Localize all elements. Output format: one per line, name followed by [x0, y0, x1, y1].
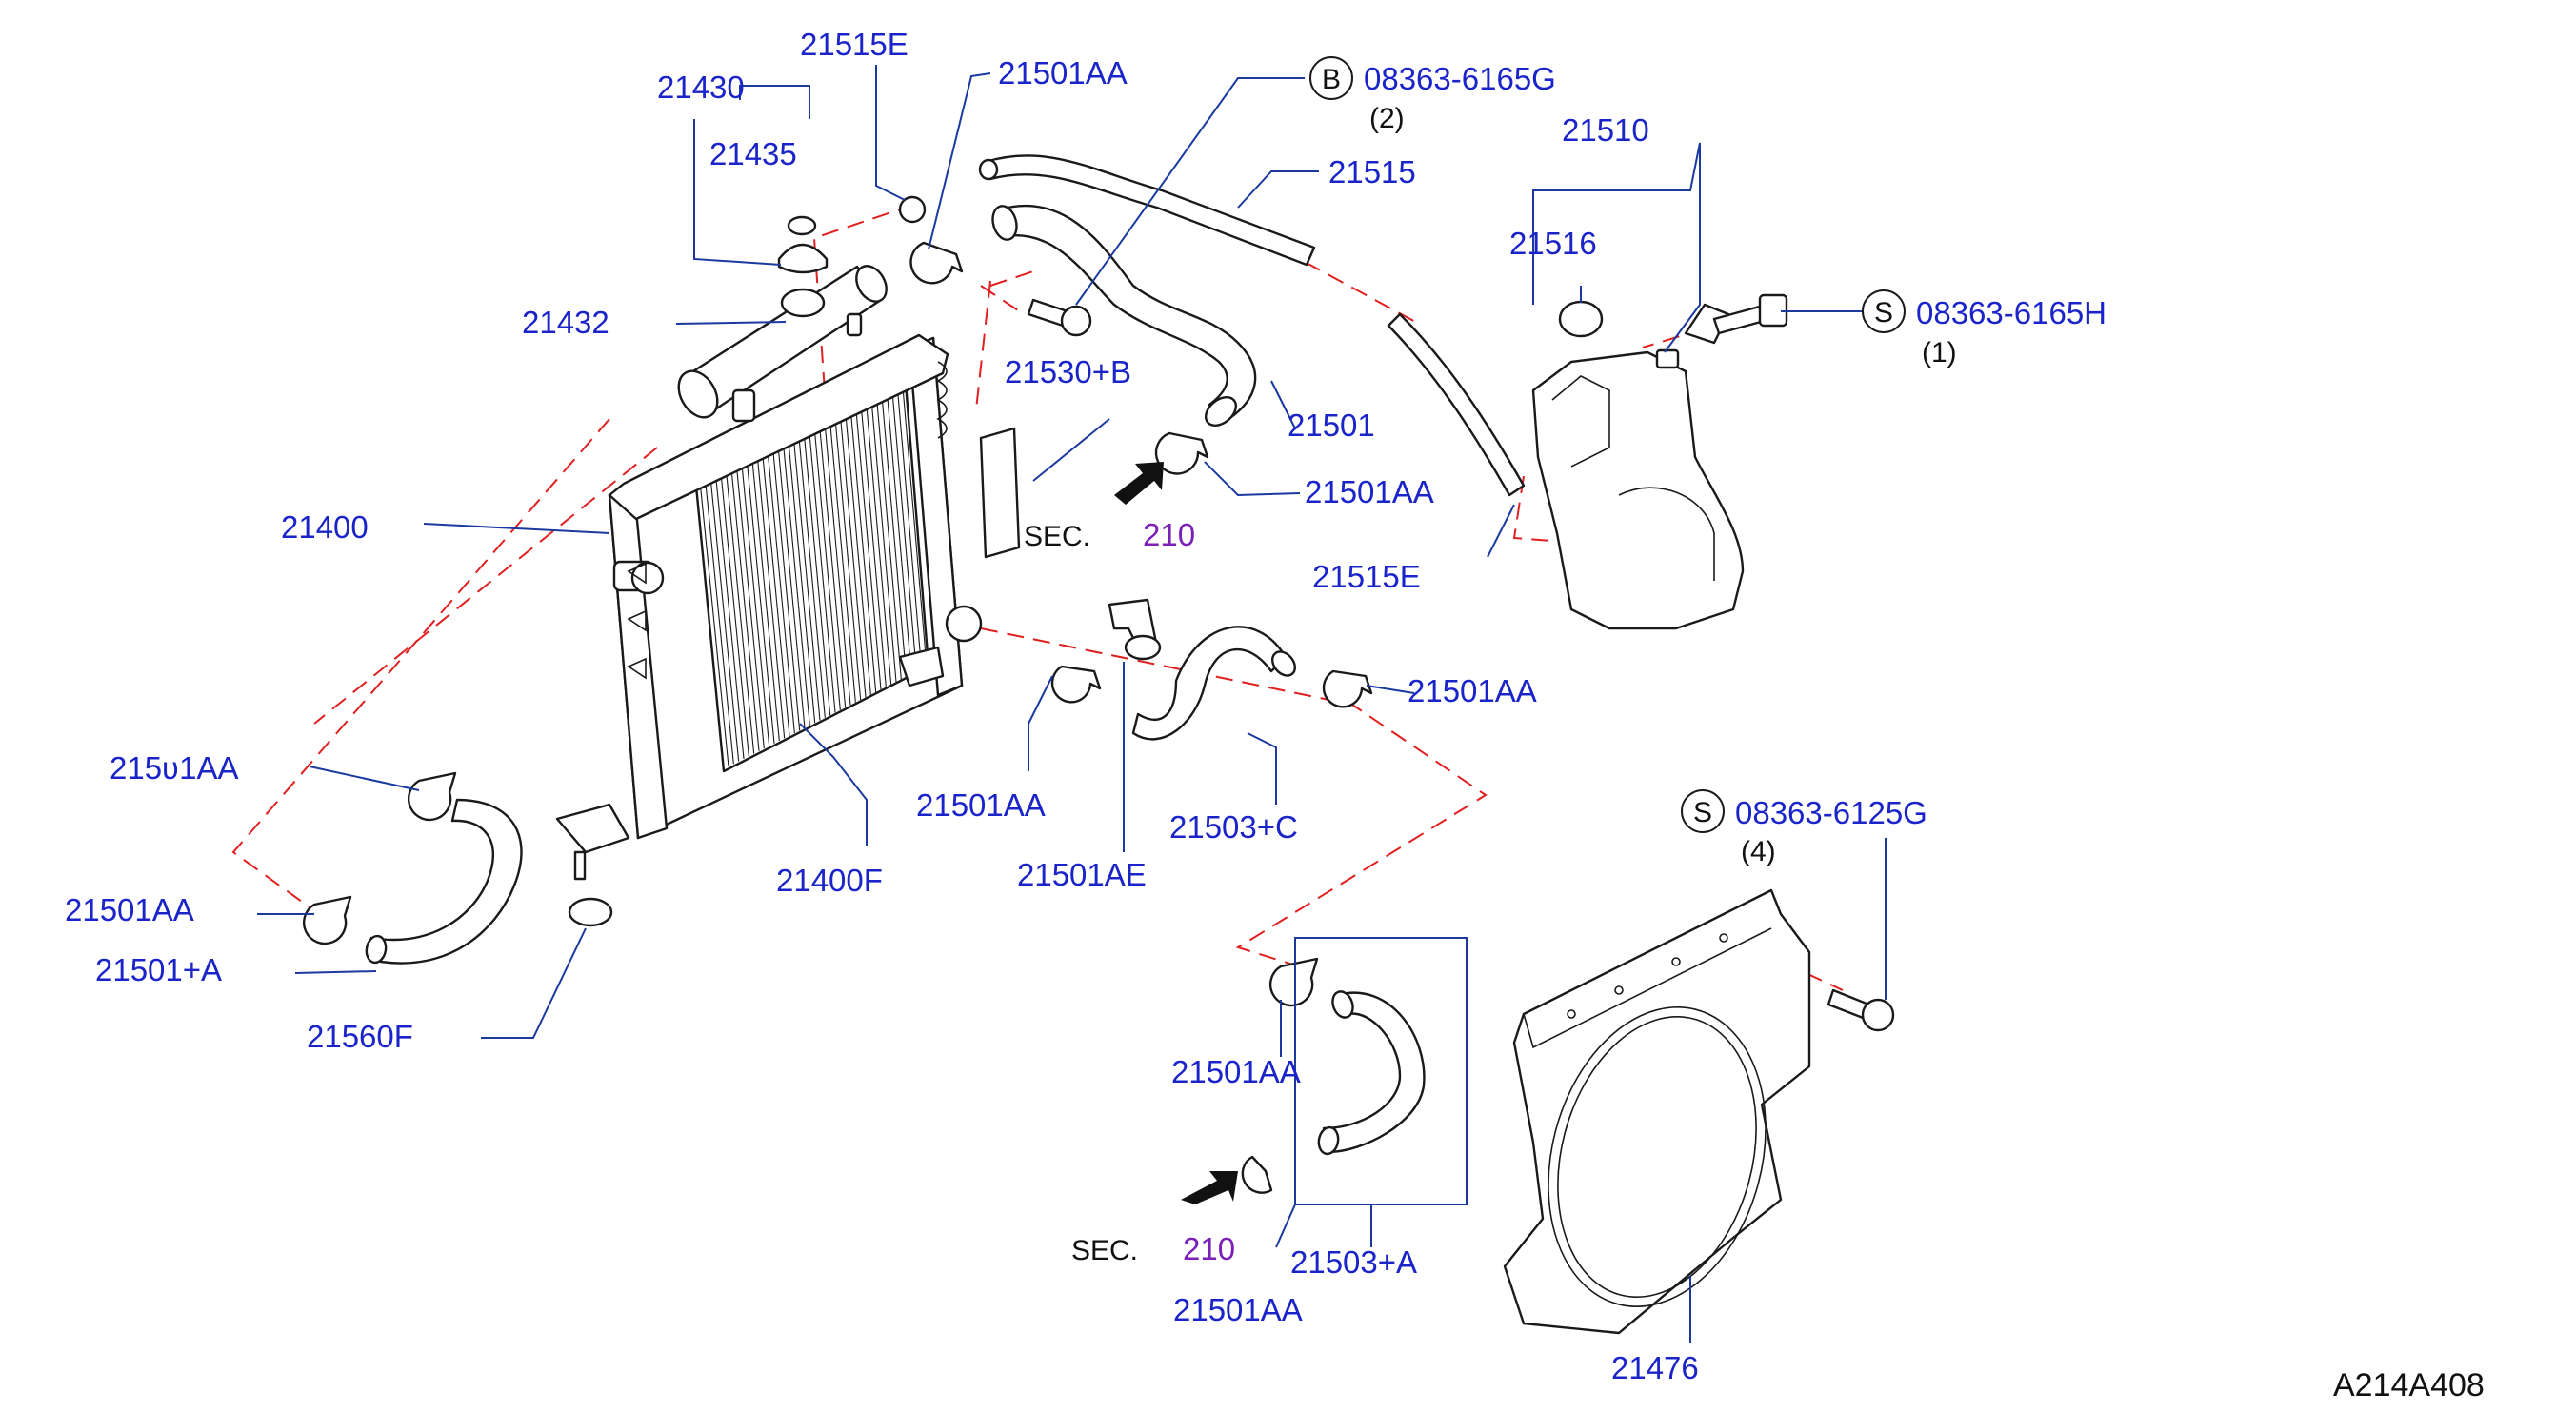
- part-labels: 21430 21435 21432 21515E 21501AA 21515 2…: [65, 27, 1699, 1385]
- label-21560f: 21560F: [307, 1019, 413, 1054]
- callout-s1: S 08363-6165H (1): [1862, 289, 2107, 368]
- label-21501a: 21501+A: [95, 952, 222, 987]
- sec-label-upper: SEC.: [1024, 521, 1090, 552]
- label-21515e-low: 21515E: [1312, 559, 1421, 594]
- callout-b-letter: B: [1322, 64, 1341, 95]
- hose-21503c: [1131, 626, 1297, 741]
- sec-arrows: [1114, 462, 1238, 1204]
- leader-lines: [257, 65, 1887, 1343]
- label-21400: 21400: [281, 509, 369, 545]
- group-box-21503a: [1294, 937, 1468, 1205]
- label-21501aa-left2: 21501AA: [65, 892, 194, 927]
- callout-b: B 08363-6165G (2): [1309, 56, 1556, 134]
- radiator-21400: [555, 333, 983, 854]
- label-21501aa-center: 21501AA: [916, 787, 1046, 823]
- diagram-id: A214A408: [2333, 1367, 2485, 1403]
- label-21501aa-box: 21501AA: [1171, 1054, 1301, 1089]
- callout-s4: S 08363-6125G (4): [1681, 789, 1927, 867]
- label-21501aa-top: 21501AA: [998, 55, 1128, 90]
- label-21400f: 21400F: [776, 863, 883, 898]
- label-21503c: 21503+C: [1169, 809, 1298, 845]
- label-21432: 21432: [522, 305, 609, 340]
- label-21501aa-right: 21501AA: [1408, 673, 1537, 708]
- label-21503a: 21503+A: [1290, 1244, 1417, 1280]
- label-21476: 21476: [1611, 1350, 1699, 1385]
- bolt-08363-6165H: [1712, 293, 1788, 335]
- callout-s4-qty: (4): [1741, 836, 1776, 867]
- callout-b-part: 08363-6165G: [1364, 61, 1556, 96]
- label-21510: 21510: [1562, 112, 1649, 148]
- hose-21503a: [1317, 990, 1426, 1156]
- label-21515: 21515: [1328, 154, 1416, 189]
- label-21501aa-left1: 215ʋ1AA: [110, 750, 238, 786]
- label-21501aa-bottom: 21501AA: [1173, 1292, 1303, 1327]
- callout-s4-part: 08363-6125G: [1735, 795, 1927, 830]
- label-21501: 21501: [1288, 408, 1375, 443]
- label-21435: 21435: [709, 136, 797, 171]
- label-21501aa-mid: 21501AA: [1305, 474, 1434, 509]
- clip-21501ae: [1108, 598, 1162, 661]
- assembly-dashed-lines: [231, 204, 1844, 991]
- reservoir-tank-21510: [1531, 300, 1745, 630]
- upper-hose-21501: [991, 204, 1257, 427]
- callout-b-qty: (2): [1369, 103, 1405, 134]
- hose-21515: [978, 154, 1526, 497]
- hose-21501a: [365, 798, 523, 965]
- radiator-cap-21430: [777, 215, 829, 274]
- label-21516: 21516: [1509, 226, 1597, 261]
- fan-shroud-21476: [1503, 888, 1811, 1335]
- sec-arrow-lower-icon: [1181, 1171, 1238, 1204]
- bolt-08363-6125G: [1827, 988, 1895, 1032]
- clamps-upper: [302, 195, 1373, 1194]
- callout-s1-qty: (1): [1922, 337, 1957, 368]
- callout-s1-letter: S: [1874, 297, 1893, 328]
- label-21501ae: 21501AE: [1017, 857, 1147, 892]
- label-21515e-top: 21515E: [800, 27, 909, 62]
- sec-number-lower: 210: [1183, 1231, 1235, 1266]
- label-21430: 21430: [657, 70, 745, 105]
- sec-arrow-upper-icon: [1114, 462, 1164, 505]
- callout-s1-part: 08363-6165H: [1916, 295, 2107, 330]
- bracket-21530b: [979, 427, 1021, 559]
- filler-neck-21432: [677, 265, 888, 423]
- mount-21560f: [568, 850, 613, 927]
- sec-label-lower: SEC.: [1071, 1235, 1138, 1266]
- callout-s4-letter: S: [1693, 797, 1712, 828]
- bolt-08363-6165G: [1027, 298, 1092, 337]
- label-21530b: 21530+B: [1005, 354, 1131, 389]
- sec-number-upper: 210: [1143, 517, 1195, 552]
